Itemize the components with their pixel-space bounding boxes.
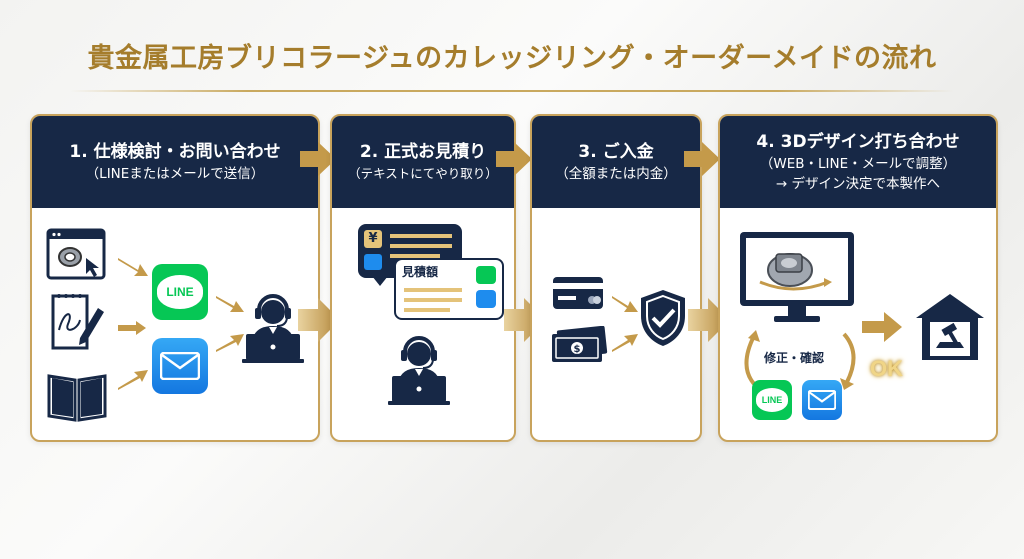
arrow-browser-to-line	[118, 258, 148, 276]
mail-icon-2	[802, 380, 842, 420]
arrow-mail-to-operator	[216, 334, 244, 352]
arrow-cash-to-shield	[612, 334, 638, 352]
step-2-body: ¥ 見積額	[332, 208, 514, 440]
step-2-header: 2. 正式お見積り （テキストにてやり取り）	[332, 116, 514, 208]
flow-arrow-3-4	[688, 298, 730, 342]
step-1-heading: 1. 仕様検討・お問い合わせ	[69, 142, 281, 162]
step-4-panel: 4. 3Dデザイン打ち合わせ （WEB・LINE・メールで調整） → デザイン決…	[718, 114, 998, 442]
step-1-body: LINE	[32, 208, 318, 440]
step-1-subheading: （LINEまたはメールで送信）	[85, 166, 265, 182]
step-3-body: $	[532, 208, 700, 440]
arrow-sketch-to-mail	[118, 321, 146, 335]
step-2-subheading: （テキストにてやり取り）	[348, 166, 498, 181]
shield-check-icon	[641, 290, 685, 346]
credit-card-icon	[553, 277, 603, 309]
line-icon: LINE	[152, 264, 208, 320]
step-4-subheading: （WEB・LINE・メールで調整）	[759, 156, 957, 172]
step-4-body: 修正・確認 LINE OK	[720, 208, 996, 440]
line-icon-2: LINE	[752, 380, 792, 420]
operator-icon-2	[388, 336, 450, 405]
step-2-panel: 2. 正式お見積り （テキストにてやり取り） ¥ 見積額	[330, 114, 516, 442]
page-title: 貴金属工房ブリコラージュのカレッジリング・オーダーメイドの流れ	[87, 43, 937, 74]
flow-arrow-1-2	[298, 298, 340, 342]
mini-mail-icon-2	[476, 290, 496, 308]
line-badge-label-2: LINE	[756, 388, 788, 412]
step-4-subheading-2: → デザイン決定で本製作へ	[775, 176, 941, 192]
step-1-panel: 1. 仕様検討・お問い合わせ （LINEまたはメールで送信）	[30, 114, 320, 442]
arrow-card-to-shield	[612, 296, 638, 312]
step-3-panel: 3. ご入金 （全額または内金） $	[530, 114, 702, 442]
arrow-to-workshop	[862, 312, 902, 342]
mini-line-icon	[476, 266, 496, 284]
book-icon	[47, 374, 107, 422]
revise-confirm-label: 修正・確認	[760, 348, 829, 367]
step-4-header: 4. 3Dデザイン打ち合わせ （WEB・LINE・メールで調整） → デザイン決…	[720, 116, 996, 208]
browser-ring-icon	[46, 228, 106, 280]
ok-label: OK	[870, 356, 903, 381]
mini-mail-icon	[364, 254, 382, 270]
arrow-book-to-mail	[118, 370, 148, 390]
svg-text:$: $	[574, 344, 581, 355]
step-2-heading: 2. 正式お見積り	[359, 142, 487, 162]
cash-icon: $	[552, 326, 608, 362]
estimate-bubble: 見積額	[394, 258, 504, 320]
flow-arrow-1-2-top	[300, 142, 336, 176]
step-1-header: 1. 仕様検討・お問い合わせ （LINEまたはメールで送信）	[32, 116, 318, 208]
flow-arrow-3-4-top	[684, 142, 720, 176]
yen-badge: ¥	[364, 230, 382, 248]
step-3-subheading: （全額または内金）	[555, 166, 677, 182]
step-4-heading: 4. 3Dデザイン打ち合わせ	[756, 132, 960, 152]
monitor-ring-icon	[740, 232, 854, 322]
arrow-line-to-operator	[216, 296, 244, 312]
workshop-icon	[916, 294, 984, 360]
step-3-heading: 3. ご入金	[578, 142, 654, 162]
step-3-header: 3. ご入金 （全額または内金）	[532, 116, 700, 208]
operator-icon	[242, 294, 304, 363]
flow-arrow-2-3-top	[496, 142, 532, 176]
flow-arrow-2-3	[504, 298, 546, 342]
mail-icon	[152, 338, 208, 394]
title-divider	[70, 90, 954, 92]
line-badge-label: LINE	[157, 275, 203, 309]
revise-loop-arrow-right	[840, 332, 856, 390]
sketch-pencil-icon	[51, 294, 104, 350]
estimate-label: 見積額	[402, 265, 439, 279]
